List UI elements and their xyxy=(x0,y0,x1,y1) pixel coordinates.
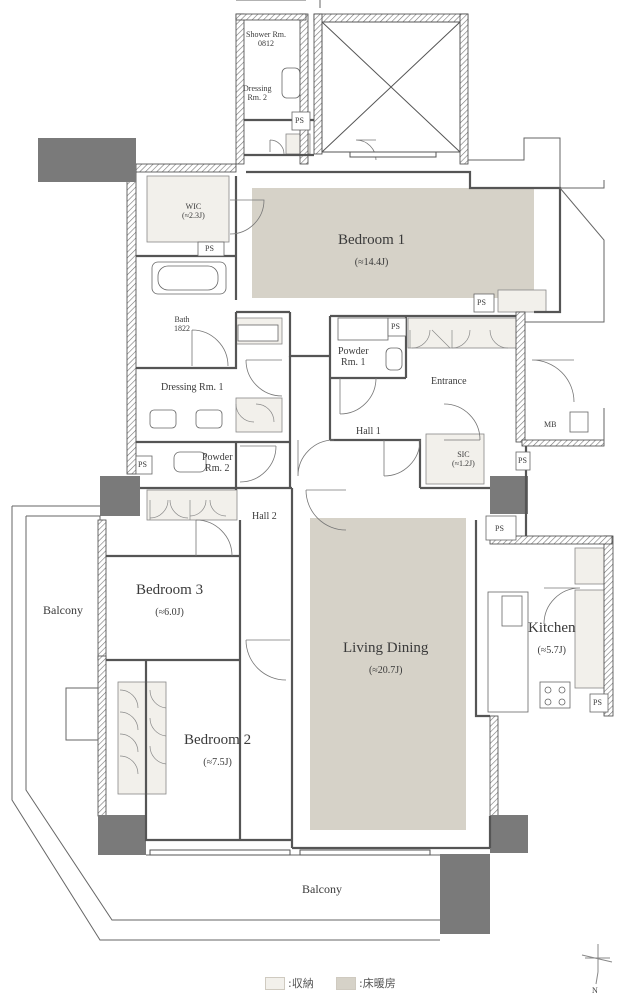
compass-north-label: N xyxy=(592,986,598,995)
bedroom-1-label: Bedroom 1 (≈14.4J) xyxy=(338,232,406,268)
shower-room-label: Shower Rm.0812 xyxy=(246,30,286,48)
balcony-west-label: Balcony xyxy=(43,603,83,617)
entrance-label: Entrance xyxy=(431,376,467,387)
storage-swatch xyxy=(265,976,285,990)
ps-label: PS xyxy=(593,698,602,707)
legend-floor-heating: :床暖房 xyxy=(336,975,396,991)
door-swings xyxy=(191,139,581,681)
ps-label: PS xyxy=(518,456,527,465)
dressing-room-1-label: Dressing Rm. 1 xyxy=(161,382,224,393)
hall-1-label: Hall 1 xyxy=(356,426,381,437)
shaft xyxy=(321,21,461,153)
hall-2-label: Hall 2 xyxy=(252,511,277,522)
ps-label: PS xyxy=(138,460,147,469)
kitchen-label: Kitchen (≈5.7J) xyxy=(528,620,576,656)
windows xyxy=(149,151,437,856)
mb-label: MB xyxy=(544,420,557,429)
sic-label: SIC(≈1.2J) xyxy=(452,450,475,468)
floor-heating-living xyxy=(310,518,466,830)
ps-label: PS xyxy=(477,298,486,307)
legend-storage: :収納 xyxy=(265,975,314,991)
balcony-south-label: Balcony xyxy=(302,882,342,896)
floor-heating-bedroom1 xyxy=(252,188,534,298)
ps-boxes xyxy=(135,111,609,713)
legend-storage-label: :収納 xyxy=(288,977,314,990)
floor-heating-swatch xyxy=(336,976,356,990)
columns xyxy=(38,138,528,934)
ps-label: PS xyxy=(295,116,304,125)
bedroom-3-label: Bedroom 3 (≈6.0J) xyxy=(136,582,204,618)
ps-label: PS xyxy=(495,524,504,533)
compass-icon xyxy=(581,944,613,985)
interior-walls xyxy=(106,118,562,850)
cabinet-doors xyxy=(119,329,509,775)
ps-label: PS xyxy=(391,322,400,331)
bedroom-2-label: Bedroom 2 (≈7.5J) xyxy=(184,732,252,768)
wic-label: WIC(≈2.3J) xyxy=(182,202,205,220)
legend-floor-heating-label: :床暖房 xyxy=(359,977,396,990)
ps-label: PS xyxy=(205,244,214,253)
living-dining-label: Living Dining (≈20.7J) xyxy=(343,640,429,676)
fixtures xyxy=(149,67,571,713)
